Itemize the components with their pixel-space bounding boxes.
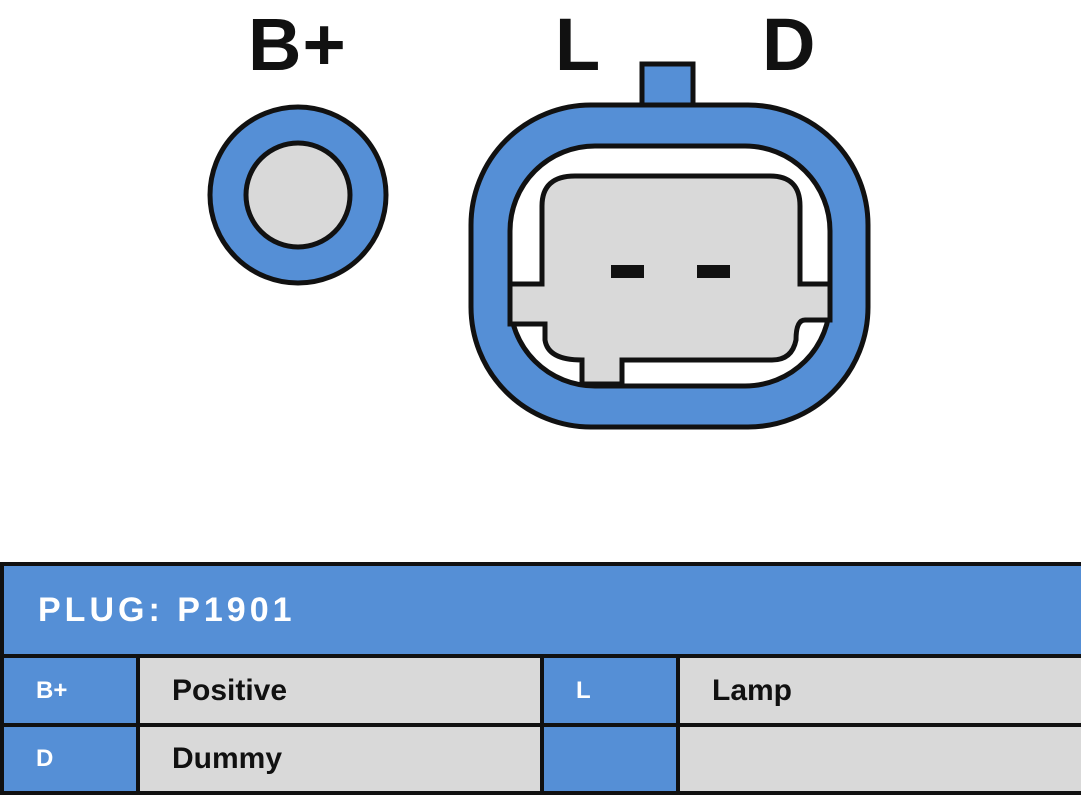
plug-housing bbox=[468, 61, 871, 430]
pin-code-cell bbox=[540, 722, 680, 795]
contact-block bbox=[507, 173, 833, 387]
pin-slot-l bbox=[611, 265, 644, 278]
connector-diagram: B+ L D bbox=[207, 3, 871, 430]
table-row: D Dummy bbox=[0, 722, 1081, 795]
pin-code-cell: L bbox=[540, 654, 680, 727]
pin-description-cell bbox=[675, 722, 1081, 795]
table-row: B+ Positive L Lamp bbox=[0, 654, 1081, 727]
pin-description-cell: Dummy bbox=[136, 722, 544, 795]
pin-code-cell: B+ bbox=[0, 654, 140, 727]
pin-slot-d bbox=[697, 265, 730, 278]
pin-label-b-plus: B+ bbox=[248, 3, 347, 86]
connector-drawing bbox=[207, 61, 871, 430]
pin-table: PLUG: P1901 B+ Positive L Lamp D Dummy bbox=[0, 561, 1081, 795]
pin-description-cell: Lamp bbox=[675, 654, 1081, 727]
plug-title: PLUG: P1901 bbox=[0, 561, 1081, 659]
pin-description-cell: Positive bbox=[136, 654, 544, 727]
b-plus-terminal bbox=[207, 104, 389, 286]
pin-label-d: D bbox=[762, 3, 817, 86]
pin-code-cell: D bbox=[0, 722, 140, 795]
pin-label-l: L bbox=[555, 3, 602, 86]
